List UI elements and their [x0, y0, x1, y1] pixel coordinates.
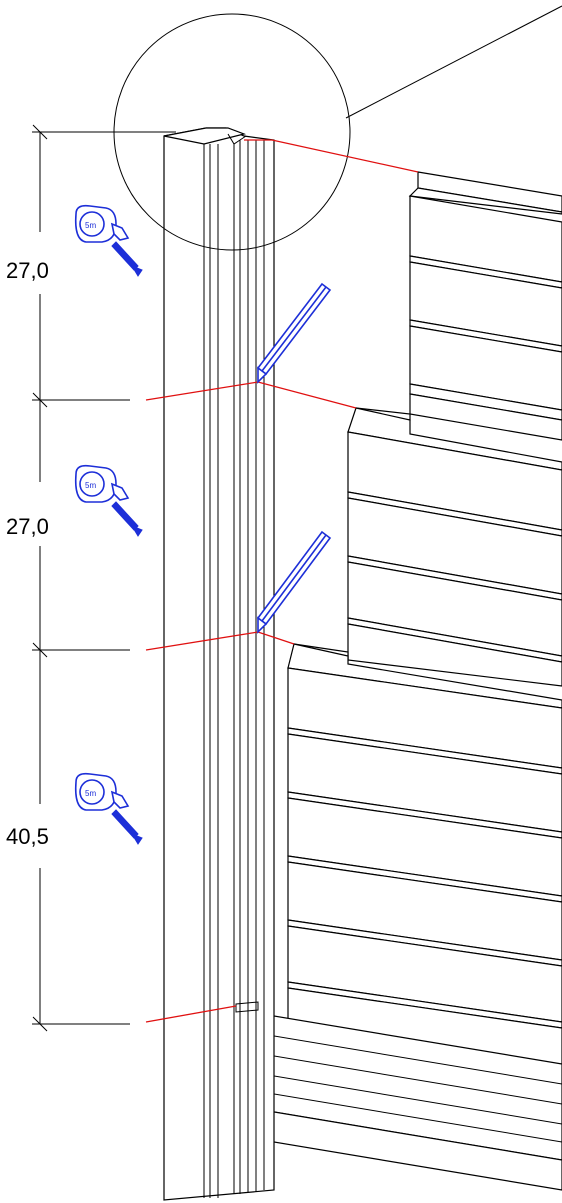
dimension-label-3: 40,5 [6, 824, 49, 849]
dimension-label-1: 27,0 [6, 258, 49, 283]
dimension-label-2: 27,0 [6, 514, 49, 539]
tape-measure-label: 5m [85, 481, 96, 490]
board-stack-bottom [287, 643, 562, 1085]
tape-measure-icon: 5m [74, 464, 143, 537]
tape-measure-label: 5m [85, 221, 96, 230]
base-rail [237, 1009, 562, 1191]
pencil-icon [256, 530, 332, 634]
tape-measure-icon: 5m [74, 772, 143, 845]
tape-measure-label: 5m [85, 789, 96, 798]
fence-post [163, 127, 275, 1201]
pencil-icon [256, 282, 332, 384]
board-stack-top [408, 171, 562, 441]
board-stack-middle [347, 407, 562, 687]
dimension-line [32, 124, 176, 1032]
tape-measure-icon: 5m [74, 204, 143, 277]
